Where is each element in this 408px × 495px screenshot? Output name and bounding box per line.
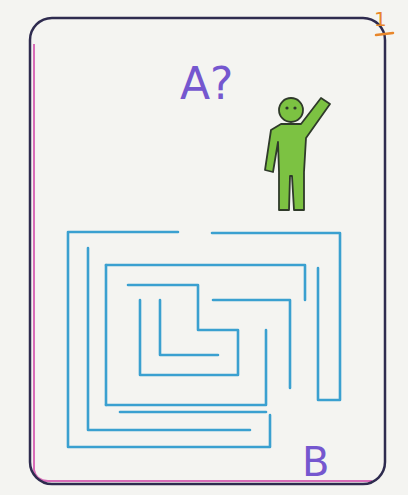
page-number: 1 — [374, 9, 387, 29]
start-label: A? — [180, 62, 233, 106]
page-border-shadow — [34, 44, 372, 481]
goal-label: B — [302, 442, 329, 482]
number-underline — [376, 33, 393, 35]
person-figure — [265, 98, 330, 210]
maze — [68, 232, 340, 447]
page-border — [30, 18, 385, 484]
